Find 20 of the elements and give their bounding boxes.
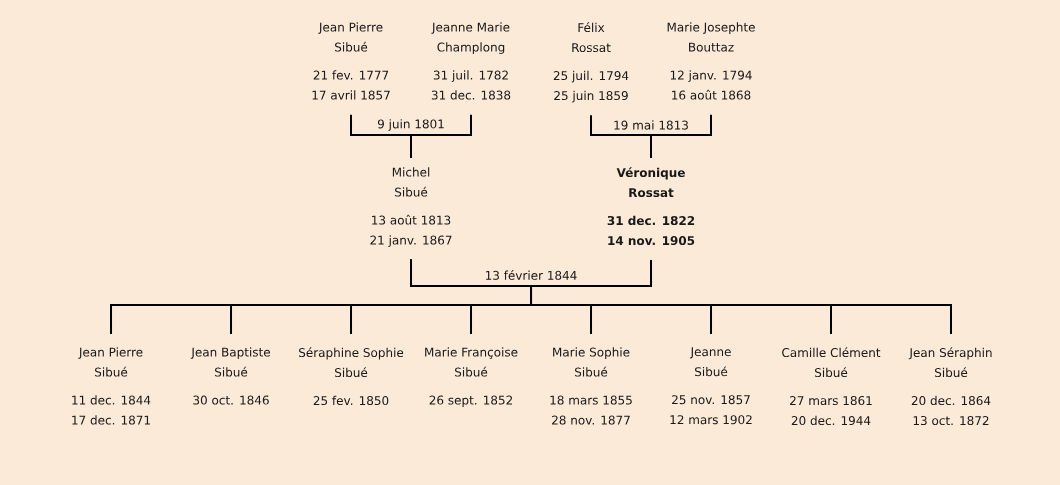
- person-label: Jeanne Marie Champlong 31 juil. 1782 31 dec. 1838: [431, 22, 511, 100]
- person-label: Jean Baptiste Sibué 30 oct. 1846: [190, 347, 270, 405]
- person-label: Marie Sophie Sibué 18 mars 1855 28 nov. 1877: [550, 347, 632, 425]
- edge-label: 19 mai 1813: [614, 120, 688, 130]
- person-label: Camille Clément Sibué 27 mars 1861 20 dec. 1944: [782, 347, 881, 426]
- connector-line: [650, 113, 712, 159]
- connector-line: [410, 113, 472, 159]
- person-label: Jean Pierre Sibué 21 fev. 1777 17 avril 1857: [312, 22, 390, 100]
- person-label: Michel Sibué 13 août 1813 21 janv. 1867: [370, 167, 452, 247]
- person-label: Marie Françoise Sibué 26 sept. 1852: [425, 347, 518, 407]
- edge-label: 13 février 1844: [485, 270, 577, 280]
- person-label: Jean Séraphin Sibué 20 dec. 1864 13 oct. 1872: [908, 347, 992, 426]
- person-label: Séraphine Sophie Sibué 25 fev. 1850: [299, 347, 404, 406]
- person-label: Marie Josephte Bouttaz 12 janv. 1794 16 août 1868: [667, 22, 755, 100]
- person-label: Jeanne Sibué 25 nov. 1857 12 mars 1902: [670, 347, 752, 425]
- person-label: Jean Pierre Sibué 11 dec. 1844 17 dec. 1871: [72, 347, 151, 425]
- connector-line: [530, 259, 952, 335]
- person-label: Véronique Rossat 31 dec. 1822 14 nov. 1905: [607, 167, 695, 246]
- edge-label: 9 juin 1801: [377, 119, 444, 131]
- person-label: Félix Rossat 25 juil. 1794 25 juin 1859: [553, 22, 629, 103]
